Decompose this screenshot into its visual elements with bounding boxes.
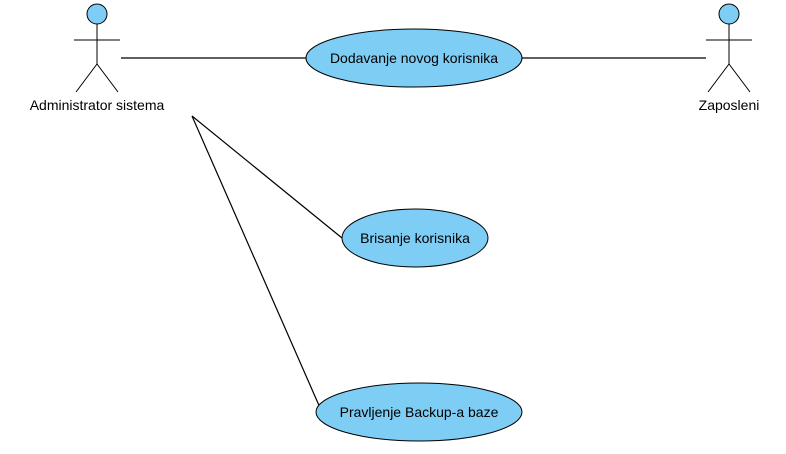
- actor-employee-head: [718, 3, 740, 25]
- use-case-delete-user[interactable]: Brisanje korisnika: [341, 208, 489, 268]
- use-case-delete-user-shape: [341, 208, 489, 268]
- actor-admin-right-leg: [96, 63, 119, 93]
- actor-admin-head: [86, 3, 108, 25]
- associations: [121, 57, 706, 411]
- use-case-backup-label: Pravljenje Backup-a baze: [340, 404, 499, 420]
- actor-employee-label: Zaposleni: [699, 97, 760, 113]
- actor-admin[interactable]: Administrator sistema: [30, 3, 165, 113]
- actor-employee-right-leg: [728, 63, 751, 93]
- use-case-backup[interactable]: Pravljenje Backup-a baze: [315, 382, 523, 442]
- actor-employee[interactable]: Zaposleni: [699, 3, 760, 113]
- use-case-add-user-label: Dodavanje novog korisnika: [330, 50, 498, 66]
- association-admin-backup: [191, 115, 322, 411]
- use-case-delete-user-label: Brisanje korisnika: [360, 230, 470, 246]
- actor-admin-left-leg: [75, 63, 98, 93]
- use-case-backup-shape: [315, 382, 523, 442]
- actor-employee-left-leg: [707, 63, 730, 93]
- use-case-add-user-shape: [305, 28, 523, 88]
- use-case-add-user[interactable]: Dodavanje novog korisnika: [305, 28, 523, 88]
- association-admin-delete-user: [191, 115, 343, 239]
- actor-admin-label: Administrator sistema: [30, 97, 165, 113]
